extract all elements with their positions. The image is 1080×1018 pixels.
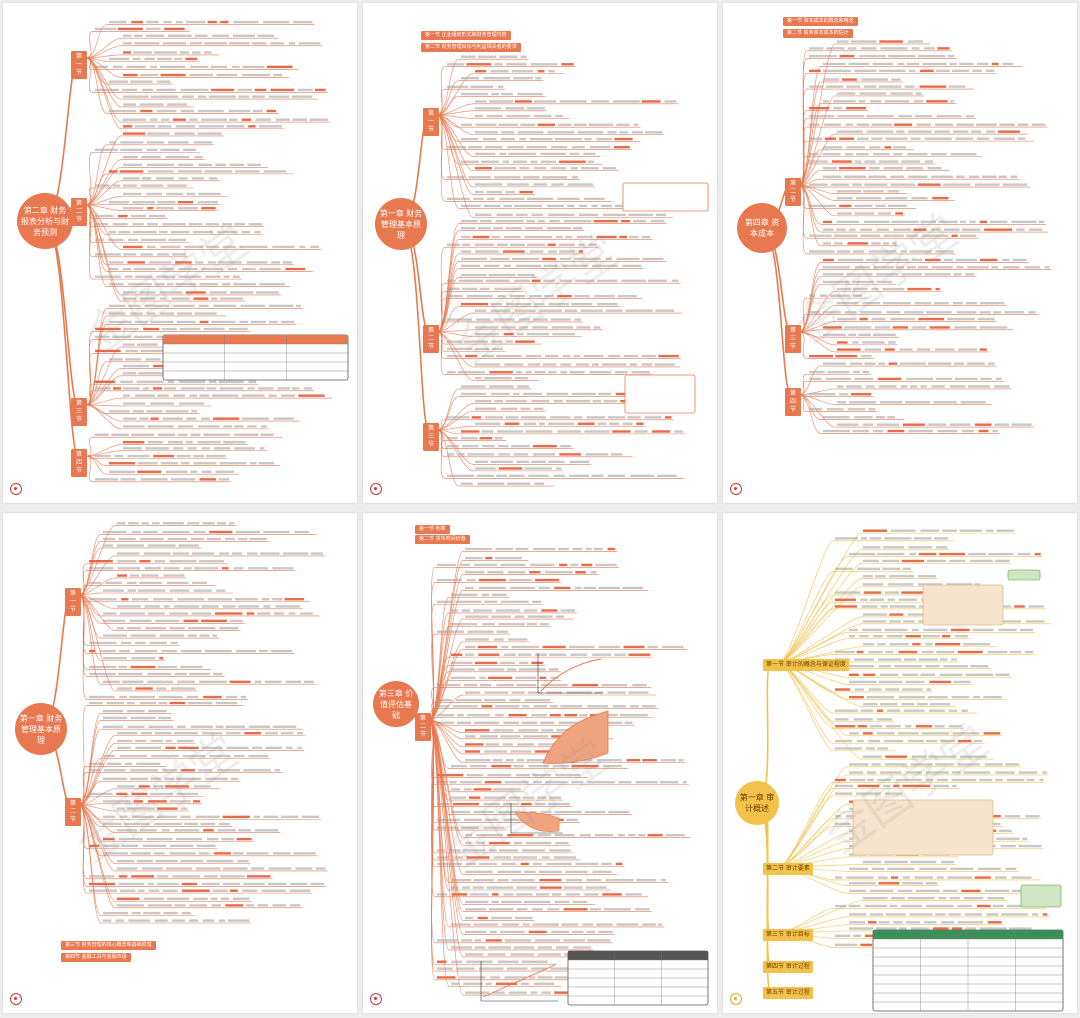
seal-icon xyxy=(370,483,382,495)
root-node: 第一章 财务管理基本原理 xyxy=(15,703,67,755)
seal-icon xyxy=(10,993,22,1005)
section-node: 第二节 xyxy=(423,325,439,353)
section-node: 第二节 审计要素 xyxy=(763,863,813,875)
section-node: 第二节 xyxy=(65,798,81,826)
topic-node: 第二节 债务资本成本的估计 xyxy=(783,29,853,38)
section-node: 第一节 xyxy=(71,51,87,79)
section-node: 第一节 审计的概念与保证程度 xyxy=(763,659,849,671)
mind-map-page-3: 第四章 资本成本 第一节 资本成本的概念和用途 第二节 债务资本成本的估计 第二… xyxy=(723,3,1077,503)
topic-node: 第一节 利率 xyxy=(415,525,450,534)
section-node: 第四节 审计过程 xyxy=(763,961,813,973)
root-node: 第二章 财务报表分析与财务预测 xyxy=(17,193,73,249)
branch-lines xyxy=(395,547,709,1006)
root-node: 第四章 资本成本 xyxy=(737,203,787,253)
section-node: 第三节 xyxy=(71,398,87,426)
seal-icon xyxy=(370,993,382,1005)
mind-map-page-6: 第一章 审计概述 第一节 审计的概念与保证程度 第二节 审计要素 第三节 审计目… xyxy=(723,513,1077,1013)
section-node: 第二节 xyxy=(71,198,87,226)
section-node: 第三节 审计目标 xyxy=(763,929,813,941)
topic-node: 第二节 财务管理目标与利益相关者的要求 xyxy=(421,43,521,52)
branch-lines xyxy=(44,20,349,483)
section-node: 第五节 审计过程 xyxy=(763,987,813,999)
seal-icon xyxy=(730,483,742,495)
branch-lines xyxy=(400,55,709,487)
mind-map-page-1: 第二章 财务报表分析与财务预测 第一节 第二节 第三节 第四节 金图学堂 xyxy=(3,3,357,503)
section-node: 第三节 xyxy=(785,325,801,353)
branch-lines xyxy=(761,40,1052,434)
mind-map-page-4: 第一章 财务管理基本原理 第一节 第二节 第三节 财务管理的核心概念和基础原理 … xyxy=(3,513,357,1013)
branch-lines xyxy=(40,522,328,924)
section-node: 第二节 xyxy=(785,178,801,206)
section-node: 第一节 xyxy=(423,108,439,136)
branch-lines xyxy=(756,529,1064,1012)
seal-icon xyxy=(730,993,742,1005)
section-node: 第二节 xyxy=(415,713,431,741)
root-node: 第一章 审计概述 xyxy=(735,781,779,825)
mind-map-page-5: 第三章 价值评估基础 第一节 利率 第二节 货币时间价值 第二节 金图学堂 xyxy=(363,513,717,1013)
section-node: 第四节 xyxy=(71,449,87,477)
root-node: 第一章 财务管理基本原理 xyxy=(375,198,427,250)
mind-map-page-2: 第一章 财务管理基本原理 第一节 企业组织形式和财务管理内容 第二节 财务管理目… xyxy=(363,3,717,503)
section-node: 第一节 xyxy=(65,588,81,616)
topic-node: 第二节 货币时间价值 xyxy=(415,535,470,544)
topic-node: 第一节 企业组织形式和财务管理内容 xyxy=(421,31,511,40)
section-node: 第三节 xyxy=(423,423,439,451)
root-node: 第三章 价值评估基础 xyxy=(373,681,419,727)
seal-icon xyxy=(10,483,22,495)
topic-node: 第一节 资本成本的概念和用途 xyxy=(783,17,858,26)
topic-node: 第三节 财务管理的核心概念和基础原理 xyxy=(61,941,156,950)
section-node: 第四节 xyxy=(785,388,801,416)
topic-node: 第四节 金融工具与金融市场 xyxy=(61,953,131,962)
